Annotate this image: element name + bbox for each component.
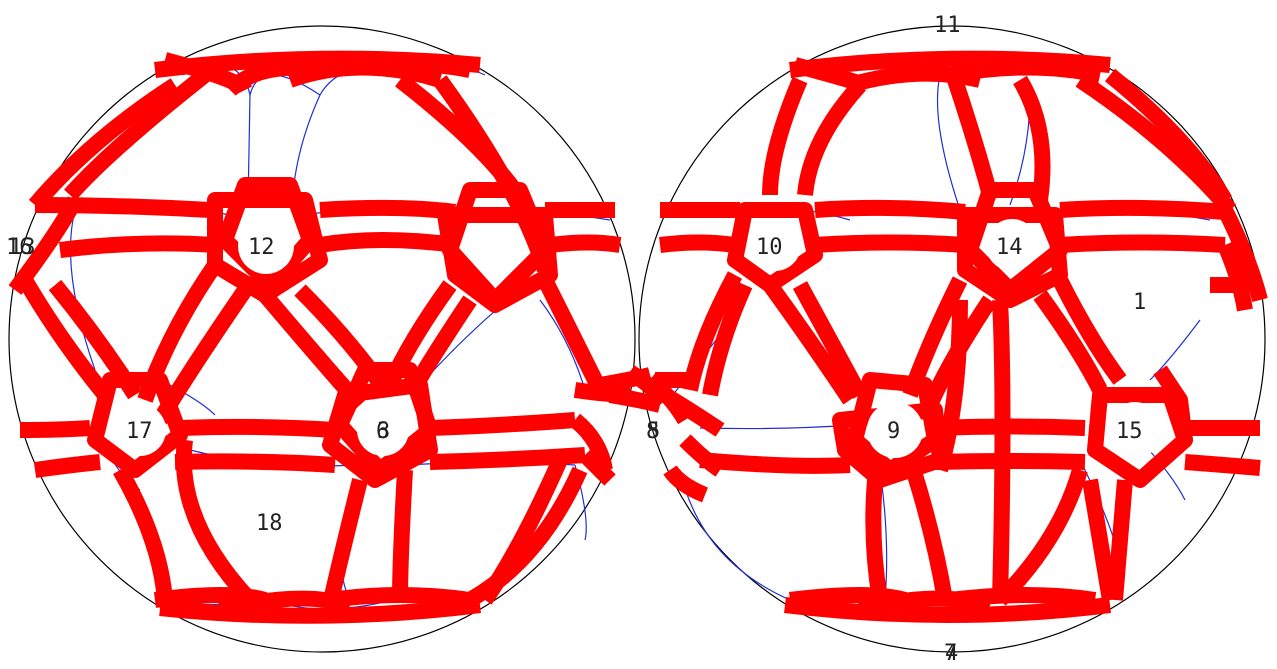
label-5: 5: [647, 419, 660, 444]
label-9: 9: [887, 419, 900, 444]
label-11: 11: [934, 13, 961, 38]
label-12: 12: [248, 235, 275, 260]
label-10: 10: [756, 235, 783, 260]
label-15: 15: [1116, 419, 1143, 444]
label-13: 13: [9, 235, 36, 260]
red-band-network: [15, 59, 1260, 616]
label-14: 14: [996, 235, 1023, 260]
cell-right-of-12: [476, 226, 520, 270]
label-4: 4: [945, 641, 958, 664]
label-3: 3: [377, 419, 390, 444]
label-17: 17: [126, 419, 153, 444]
label-1: 1: [1133, 290, 1146, 315]
label-18: 18: [256, 511, 283, 536]
